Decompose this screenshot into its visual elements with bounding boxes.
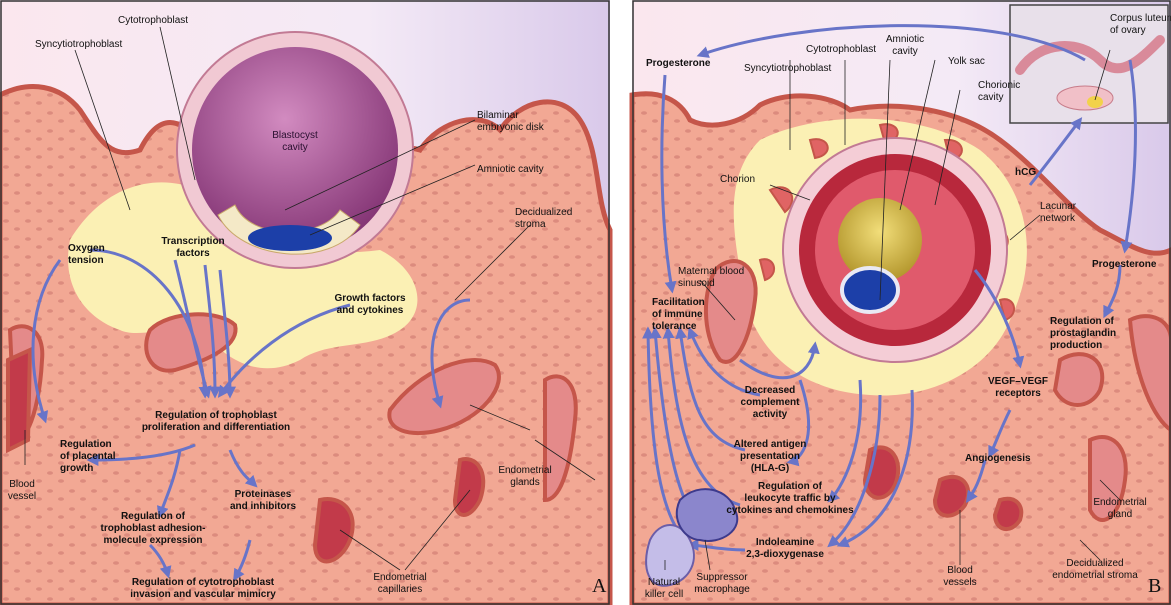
label-cytotrophoblast-b: Cytotrophoblast: [806, 44, 876, 55]
label-yolk-sac: Yolk sac: [948, 56, 985, 67]
panel-a: Cytotrophoblast Syncytiotrophoblast Blas…: [0, 0, 610, 605]
amniotic-cavity-a: [248, 225, 332, 251]
label-amniotic-cavity-a: Amniotic cavity: [477, 164, 544, 175]
panel-a-letter: A: [592, 575, 607, 597]
label-syncytiotrophoblast-a: Syncytiotrophoblast: [35, 39, 122, 50]
label-progesterone-top: Progesterone: [646, 58, 711, 69]
label-angiogenesis: Angiogenesis: [965, 453, 1031, 464]
label-hcg: hCG: [1015, 167, 1036, 178]
label-syncytiotrophoblast-b: Syncytiotrophoblast: [744, 63, 831, 74]
label-cytotrophoblast-a: Cytotrophoblast: [118, 15, 188, 26]
panel-b-letter: B: [1148, 575, 1161, 597]
label-progesterone-right: Progesterone: [1092, 259, 1157, 270]
amniotic-cavity-b: [842, 268, 898, 312]
chorionic-sac-b: [783, 138, 1007, 362]
label-chorion: Chorion: [720, 174, 755, 185]
panel-b: Progesterone Syncytiotrophoblast Cytotro…: [632, 0, 1171, 605]
